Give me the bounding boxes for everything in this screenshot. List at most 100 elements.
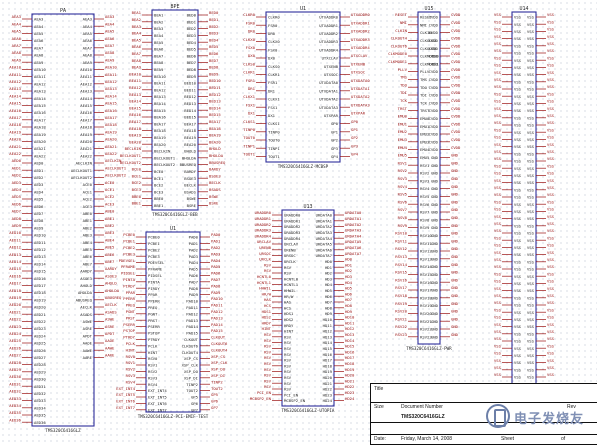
pin-label: URENB: [284, 247, 296, 252]
net-label: AED24: [9, 331, 21, 336]
pin-label: AEA3: [83, 17, 93, 22]
net-label: AEA22: [9, 151, 21, 156]
net-label: RSV: [264, 367, 272, 372]
pin-label: PCBE0: [148, 235, 160, 240]
pin-label: URDATA0: [316, 213, 333, 218]
pin-label: AED8: [34, 218, 44, 223]
net-label: RSV2: [126, 367, 136, 372]
net-label: HD12: [345, 326, 355, 331]
pin-label: AEA9: [83, 60, 93, 65]
net-label: CLKR1: [243, 70, 255, 75]
net-label: VSS: [547, 243, 555, 248]
net-label: PIDSEL: [121, 271, 136, 276]
net-label: VSS: [547, 250, 555, 255]
pin-label: CVDD: [429, 69, 439, 74]
net-label: AED36: [9, 417, 21, 422]
pin-label: BED9: [187, 74, 197, 79]
pin-label: BEA11: [154, 81, 166, 86]
pin-label: ABE6: [83, 254, 93, 259]
net-label: RSV: [264, 262, 272, 267]
pin-label: AECLKIN: [76, 161, 93, 166]
net-label: AED34: [9, 403, 21, 408]
net-label: HD21: [345, 378, 355, 383]
net-label: CVDD: [451, 51, 461, 56]
size-label: Size: [374, 404, 384, 410]
pin-label: BED5: [187, 47, 197, 52]
part-u13-6: U13TMS320C6416GLZ-UTOPIAURADDR0URADDR0UR…: [250, 204, 362, 413]
net-label: RSV22: [395, 324, 407, 329]
pin-label: BEA2: [154, 19, 164, 24]
pin-label: VSS: [514, 137, 522, 142]
pin-label: VSS: [527, 15, 535, 20]
pin-label: CLKOUT4: [182, 350, 199, 355]
net-label: URDATA1: [345, 216, 362, 221]
pin-label: RSV14: [420, 264, 432, 269]
net-label: HD24: [345, 396, 355, 401]
net-label: BED12: [209, 92, 221, 97]
pin-label: VSS: [527, 180, 535, 185]
pin-label: ACE2: [83, 197, 93, 202]
net-label: PCBE1: [123, 239, 135, 244]
pin-label: UTXDATA0: [319, 80, 338, 85]
net-label: VSS: [547, 271, 555, 276]
net-label: BEA14: [129, 99, 141, 104]
net-label: AEA7: [12, 43, 22, 48]
net-label: URCLK: [259, 257, 271, 262]
part-u15-3: U15TMS320C6416GLZ-PWRRESETRESETNMINMICLK…: [388, 6, 461, 351]
pin-label: BEA3: [154, 26, 164, 31]
pin-label: VSS: [527, 324, 535, 329]
net-label: HD3: [345, 274, 353, 279]
pin-label: VSS: [514, 339, 522, 344]
pin-label: VSS: [527, 72, 535, 77]
net-label: FSX1: [246, 102, 256, 107]
net-label: CLKIN: [395, 28, 407, 33]
net-label: PCI_EN: [257, 390, 272, 395]
net-label: RSV: [264, 349, 272, 354]
pin-label: VSS: [514, 15, 522, 20]
net-label: ABE0: [105, 209, 115, 214]
net-label: AEA11: [9, 72, 21, 77]
pin-label: VSS: [514, 281, 522, 286]
net-label: EMU1: [398, 121, 408, 126]
net-label: VSS: [547, 34, 555, 39]
pin-label: BEA19: [154, 135, 166, 140]
pin-label: AEA20: [34, 139, 46, 144]
pin-label: VSS: [527, 58, 535, 63]
pin-label: AEA14: [34, 96, 46, 101]
net-label: HINT: [126, 347, 136, 352]
net-label: VSS: [494, 293, 502, 298]
pin-label: HINT: [284, 329, 294, 334]
net-label: ABE1: [105, 216, 115, 221]
net-label: TMS: [400, 75, 408, 80]
pin-label: RSV: [284, 352, 292, 357]
net-label: EXT_INT4: [116, 386, 135, 391]
pin-label: URCLK: [284, 259, 296, 264]
pin-label: ACE3: [83, 204, 93, 209]
net-label: VSS: [547, 207, 555, 212]
pin-label: AEA6: [83, 38, 93, 43]
pin-label: GND: [431, 178, 439, 183]
part-reference: U1: [170, 226, 176, 232]
pin-label: VSS: [514, 108, 522, 113]
net-label: VSS: [494, 120, 502, 125]
pin-label: RSV3: [148, 375, 158, 380]
net-label: CLKOUT4: [211, 347, 228, 352]
pin-label: RSV: [284, 334, 292, 339]
net-label: PAD15: [211, 328, 223, 333]
net-label: VSS: [547, 336, 555, 341]
pin-label: VSS: [514, 115, 522, 120]
net-label: UTXDATA1: [351, 86, 370, 91]
net-label: BEA10: [129, 71, 141, 76]
net-label: VSS: [547, 142, 555, 147]
pin-label: VSS: [527, 87, 535, 92]
net-label: BEA3: [132, 24, 142, 29]
pin-label: VSS: [527, 310, 535, 315]
pin-label: VSS: [514, 324, 522, 329]
net-label: AED9: [12, 223, 22, 228]
pin-label: UTXADDR4: [319, 47, 338, 52]
net-label: VSS: [494, 70, 502, 75]
net-label: AEA3: [105, 14, 115, 19]
pin-label: GND: [431, 303, 439, 308]
pin-label: VSS: [514, 72, 522, 77]
net-label: AED32: [9, 389, 21, 394]
